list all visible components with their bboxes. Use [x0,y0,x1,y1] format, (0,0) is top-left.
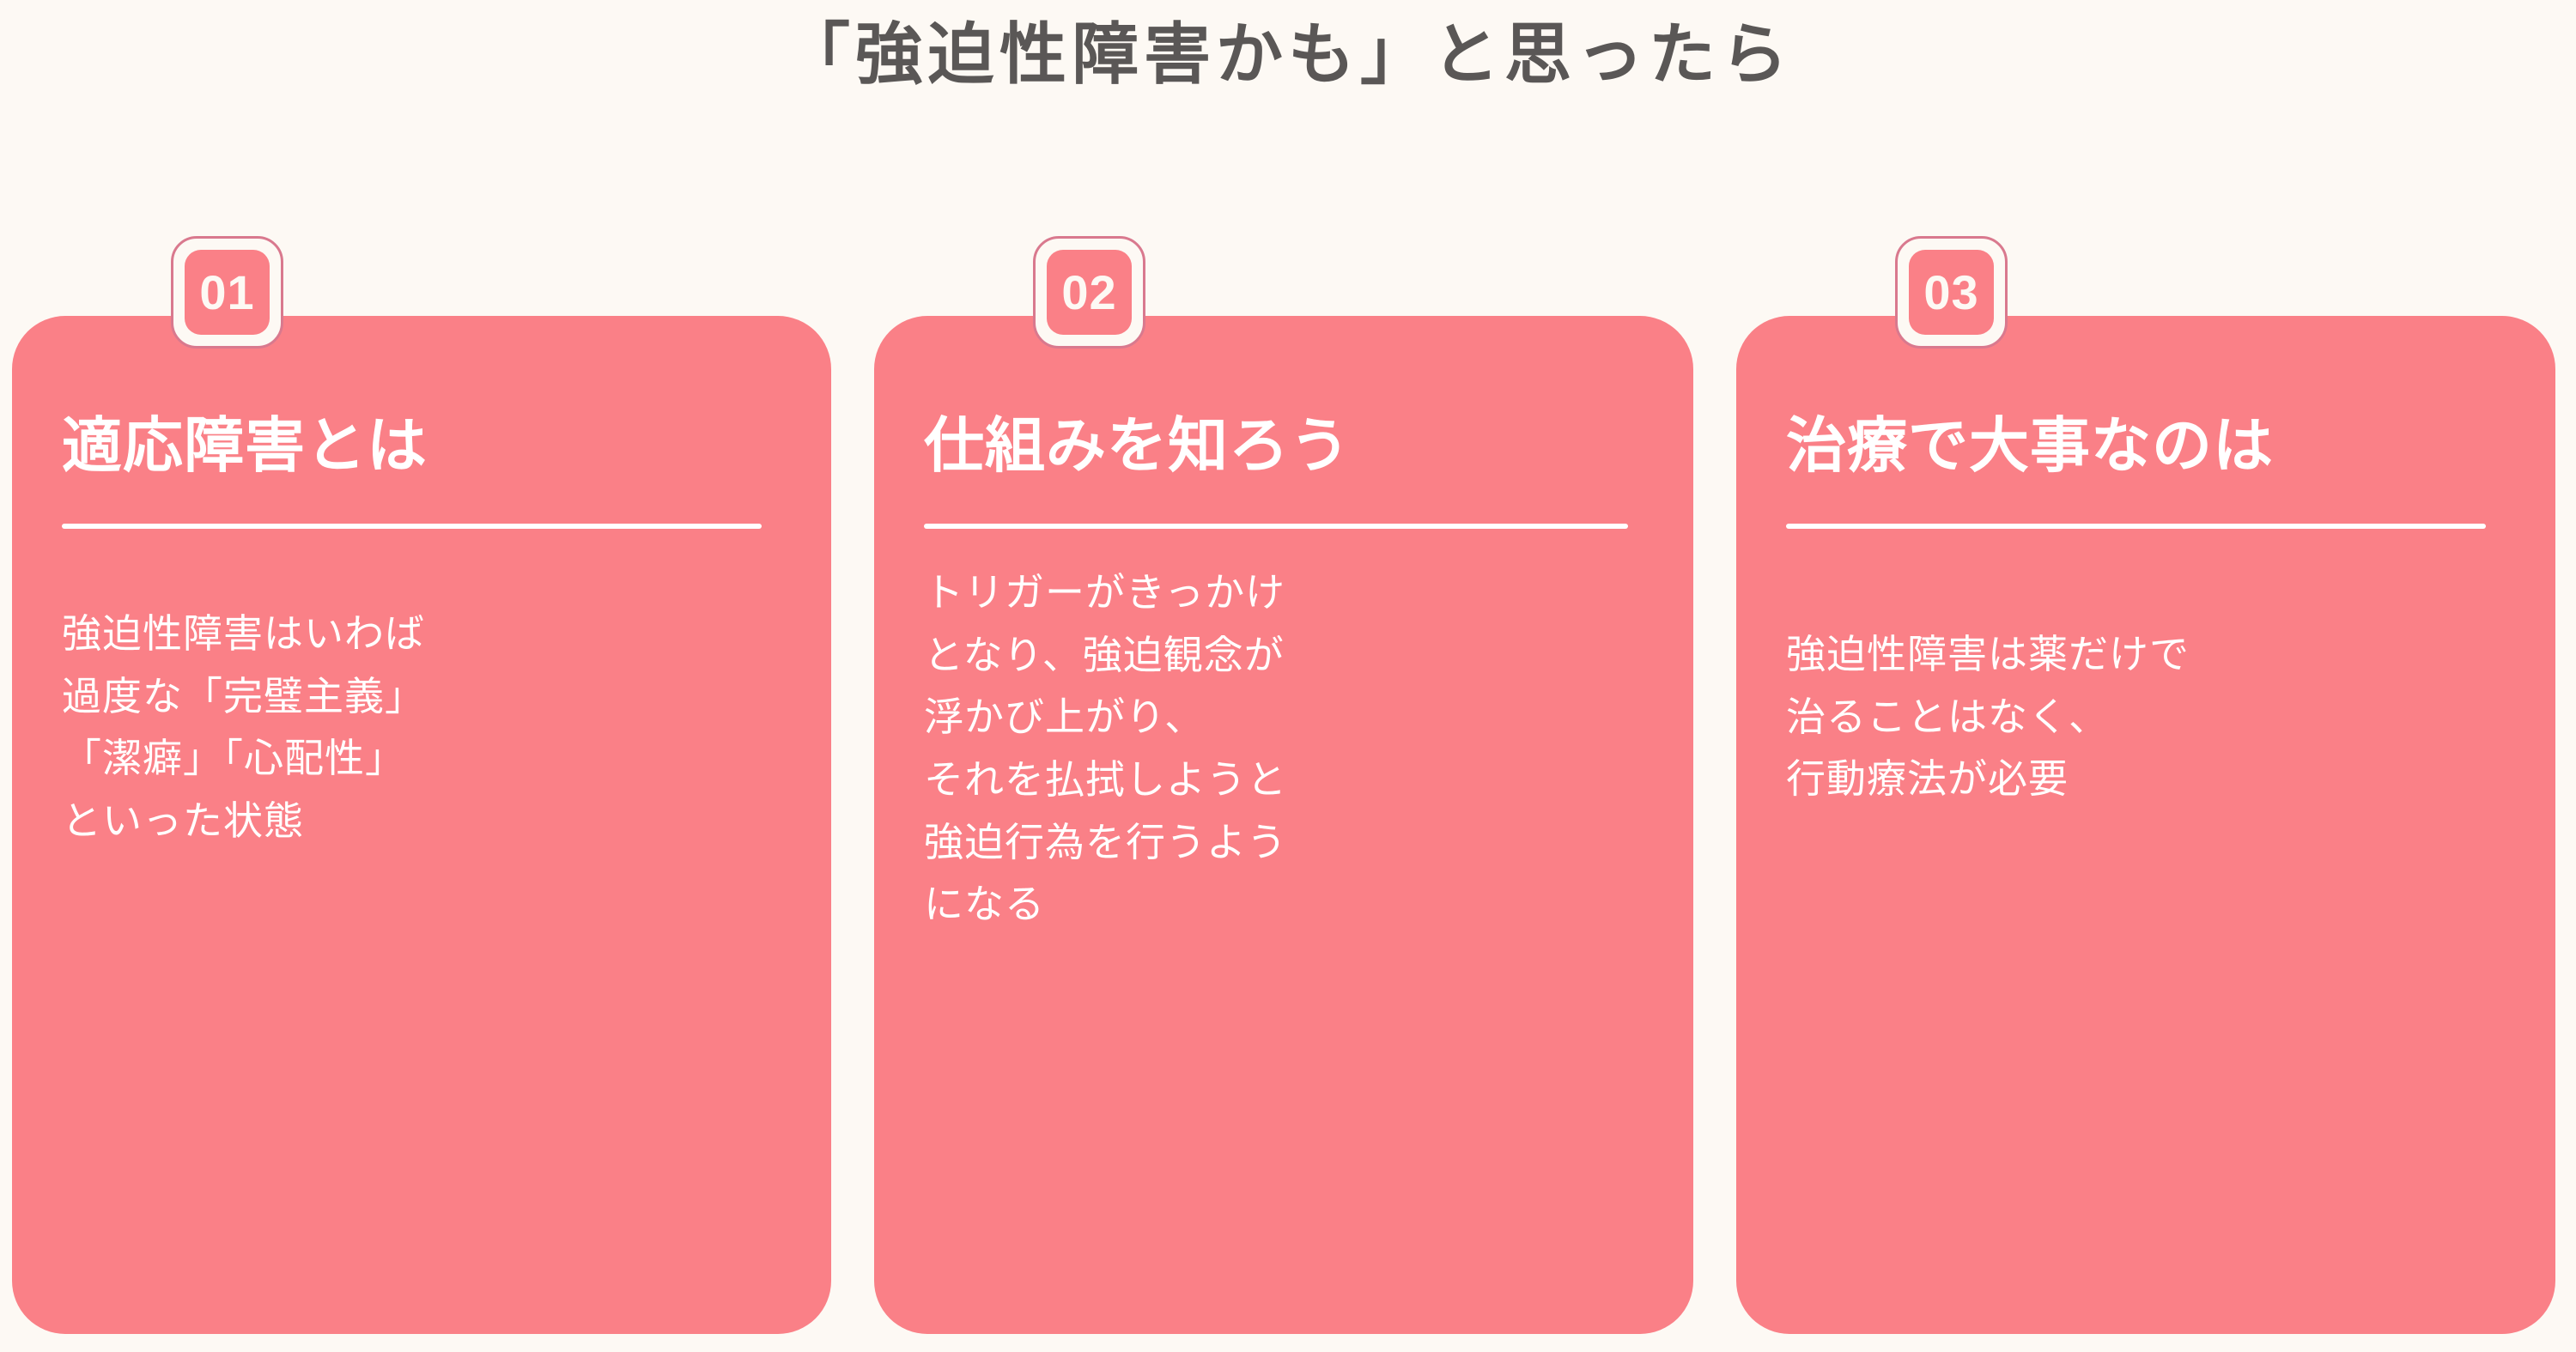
card-heading-3: 治療で大事なのは [1786,412,2274,479]
step-badge-3: 03 [1895,236,2008,349]
card-body-3: 強迫性障害は薬だけで 治ることはなく、 行動療法が必要 [1786,632,2190,802]
info-card-1: 01 適応障害とは 強迫性障害はいわば 過度な「完璧主義」 「潔癖」「心配性」 … [12,236,831,1334]
step-badge-1: 01 [171,236,283,349]
card-body-1: 強迫性障害はいわば 過度な「完璧主義」 「潔癖」「心配性」 といった状態 [62,611,425,844]
step-badge-number-2: 02 [1047,250,1132,335]
step-badge-2: 02 [1033,236,1145,349]
step-badge-number-1: 01 [185,250,270,335]
card-divider-3 [1786,524,2486,529]
step-badge-number-3: 03 [1909,250,1994,335]
card-body-2: トリガーがきっかけ となり、強迫観念が 浮かび上がり、 それを払拭しようと 強迫… [924,570,1287,927]
info-card-row: 01 適応障害とは 強迫性障害はいわば 過度な「完璧主義」 「潔癖」「心配性」 … [12,236,2555,1334]
card-divider-2 [924,524,1628,529]
card-heading-2: 仕組みを知ろう [924,412,1351,479]
card-heading-1: 適応障害とは [62,412,428,479]
card-divider-1 [62,524,762,529]
info-card-2: 02 仕組みを知ろう トリガーがきっかけ となり、強迫観念が 浮かび上がり、 そ… [874,236,1693,1334]
info-card-3: 03 治療で大事なのは 強迫性障害は薬だけで 治ることはなく、 行動療法が必要 [1736,236,2555,1334]
page-title: 「強迫性障害かも」と思ったら [782,15,1793,92]
